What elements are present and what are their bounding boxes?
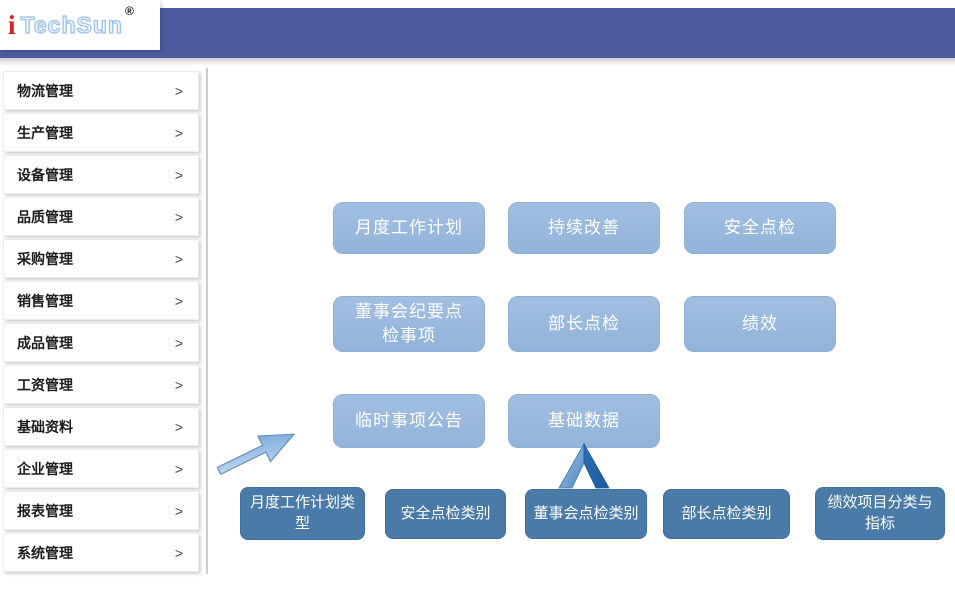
chevron-right-icon: > (174, 166, 183, 183)
chevron-right-icon: > (174, 250, 183, 267)
sidebar-separator (206, 68, 208, 574)
btn-minister-inspection-category[interactable]: 部长点检类别 (663, 489, 790, 539)
btn-performance-classification-indicators[interactable]: 绩效项目分类与指标 (815, 487, 945, 540)
sidebar-item-label: 销售管理 (17, 292, 73, 309)
sidebar-item-label: 物流管理 (17, 82, 73, 99)
sidebar-item-label: 设备管理 (17, 166, 73, 183)
chevron-right-icon: > (174, 502, 183, 519)
sidebar-item-finished-goods[interactable]: 成品管理 > (3, 323, 199, 362)
sidebar-menu: 物流管理 > 生产管理 > 设备管理 > 品质管理 > 采购管理 > 销售管理 … (3, 71, 199, 575)
chevron-right-icon: > (174, 292, 183, 309)
chevron-right-icon: > (174, 376, 183, 393)
btn-monthly-work-plan[interactable]: 月度工作计划 (333, 202, 485, 254)
sidebar-item-basic-data[interactable]: 基础资料 > (3, 407, 199, 446)
btn-minister-inspection[interactable]: 部长点检 (508, 296, 660, 352)
sidebar-item-label: 基础资料 (17, 418, 73, 435)
sidebar-item-enterprise[interactable]: 企业管理 > (3, 449, 199, 488)
sidebar-item-procurement[interactable]: 采购管理 > (3, 239, 199, 278)
header-shadow (0, 58, 955, 66)
sidebar-item-reports[interactable]: 报表管理 > (3, 491, 199, 530)
btn-continuous-improvement[interactable]: 持续改善 (508, 202, 660, 254)
sidebar-item-label: 工资管理 (17, 376, 73, 393)
chevron-right-icon: > (174, 544, 183, 561)
btn-board-inspection-category[interactable]: 董事会点检类别 (525, 489, 647, 539)
chevron-right-icon: > (174, 418, 183, 435)
chevron-right-icon: > (174, 208, 183, 225)
logo[interactable]: i TechSun ® (0, 0, 160, 50)
btn-monthly-plan-type[interactable]: 月度工作计划类型 (240, 487, 365, 540)
sidebar-item-salary[interactable]: 工资管理 > (3, 365, 199, 404)
btn-performance[interactable]: 绩效 (684, 296, 836, 352)
sidebar-item-label: 采购管理 (17, 250, 73, 267)
logo-i-mark: i (8, 9, 16, 40)
chevron-right-icon: > (174, 460, 183, 477)
sidebar-item-equipment[interactable]: 设备管理 > (3, 155, 199, 194)
sidebar-item-label: 生产管理 (17, 124, 73, 141)
btn-temporary-announcement[interactable]: 临时事项公告 (333, 394, 485, 448)
logo-text: TechSun (20, 11, 123, 38)
btn-safety-inspection[interactable]: 安全点检 (684, 202, 836, 254)
sidebar-item-sales[interactable]: 销售管理 > (3, 281, 199, 320)
btn-basic-data[interactable]: 基础数据 (508, 394, 660, 448)
chevron-right-icon: > (174, 334, 183, 351)
sidebar-item-logistics[interactable]: 物流管理 > (3, 71, 199, 110)
registered-trademark-icon: ® (124, 4, 134, 18)
chevron-right-icon: > (174, 124, 183, 141)
sidebar-item-production[interactable]: 生产管理 > (3, 113, 199, 152)
sidebar-item-quality[interactable]: 品质管理 > (3, 197, 199, 236)
chevron-right-icon: > (174, 82, 183, 99)
sidebar-item-label: 品质管理 (17, 208, 73, 225)
sidebar-item-label: 成品管理 (17, 334, 73, 351)
up-chevron-arrow-icon (558, 442, 610, 489)
sidebar-item-label: 企业管理 (17, 460, 73, 477)
sidebar-item-system[interactable]: 系统管理 > (3, 533, 199, 572)
btn-safety-inspection-category[interactable]: 安全点检类别 (385, 489, 506, 539)
diagonal-arrow-icon (216, 433, 296, 475)
sidebar-item-label: 报表管理 (17, 502, 73, 519)
sidebar-item-label: 系统管理 (17, 544, 73, 561)
btn-board-minutes-check-items[interactable]: 董事会纪要点检事项 (333, 296, 485, 352)
